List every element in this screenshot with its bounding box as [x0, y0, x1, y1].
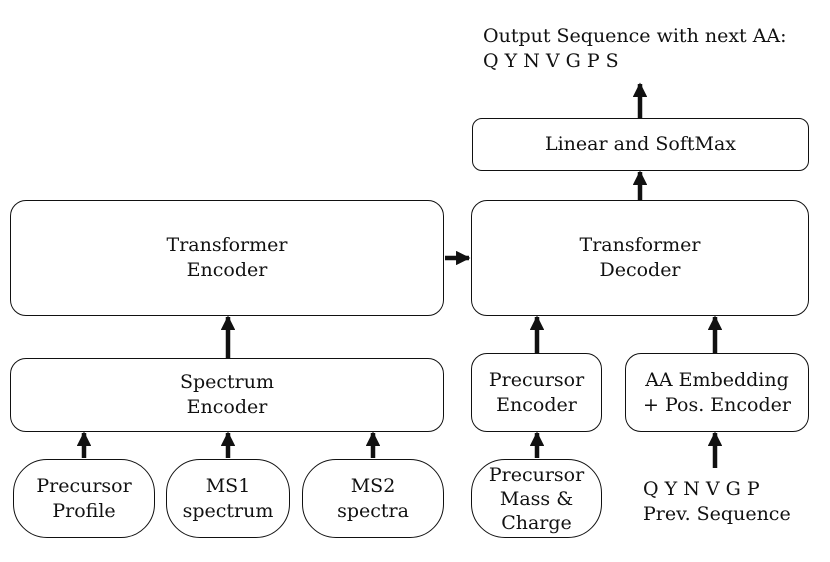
precursor-mass-charge-line1: Precursor: [488, 463, 585, 486]
transformer-encoder-block: Transformer Encoder: [10, 200, 444, 316]
precursor-encoder-block: Precursor Encoder: [471, 353, 602, 432]
aa-embedding-line1: AA Embedding: [645, 368, 789, 391]
linear-softmax-block: Linear and SoftMax: [472, 118, 809, 171]
ms1-spectrum-input: MS1 spectrum: [166, 459, 290, 538]
linear-softmax-label: Linear and SoftMax: [544, 133, 736, 155]
transformer-decoder-block: Transformer Decoder: [471, 200, 809, 316]
prev-sequence-residues: Q Y N V G P: [643, 478, 760, 500]
precursor-profile-input: Precursor Profile: [13, 459, 155, 538]
transformer-encoder-line2: Encoder: [186, 259, 268, 281]
precursor-mass-charge-input: Precursor Mass & Charge: [471, 459, 602, 538]
ms1-spectrum-line1: MS1: [205, 474, 251, 497]
precursor-mass-charge-line2: Mass &: [499, 487, 574, 510]
prev-sequence-label: Q Y N V G P Prev. Sequence: [643, 477, 791, 527]
output-label: Output Sequence with next AA: Q Y N V G …: [483, 24, 787, 74]
aa-embedding-block: AA Embedding + Pos. Encoder: [625, 353, 809, 432]
ms2-spectra-line2: spectra: [337, 499, 409, 522]
precursor-profile-line1: Precursor: [36, 474, 132, 497]
spectrum-encoder-block: Spectrum Encoder: [10, 358, 444, 432]
ms2-spectra-line1: MS2: [350, 474, 396, 497]
spectrum-encoder-line1: Spectrum: [179, 371, 275, 393]
ms1-spectrum-line2: spectrum: [182, 499, 274, 522]
spectrum-encoder-line2: Encoder: [186, 396, 268, 418]
precursor-encoder-line2: Encoder: [496, 393, 577, 416]
output-title: Output Sequence with next AA:: [483, 25, 787, 47]
precursor-encoder-line1: Precursor: [488, 368, 585, 391]
transformer-decoder-line1: Transformer: [579, 234, 701, 256]
prev-sequence-caption: Prev. Sequence: [643, 503, 791, 525]
ms2-spectra-input: MS2 spectra: [302, 459, 444, 538]
output-sequence: Q Y N V G P S: [483, 50, 619, 72]
transformer-decoder-line2: Decoder: [599, 259, 681, 281]
precursor-mass-charge-line3: Charge: [501, 511, 572, 534]
transformer-encoder-line1: Transformer: [166, 234, 288, 256]
aa-embedding-line2: + Pos. Encoder: [643, 393, 791, 416]
precursor-profile-line2: Profile: [52, 499, 116, 522]
